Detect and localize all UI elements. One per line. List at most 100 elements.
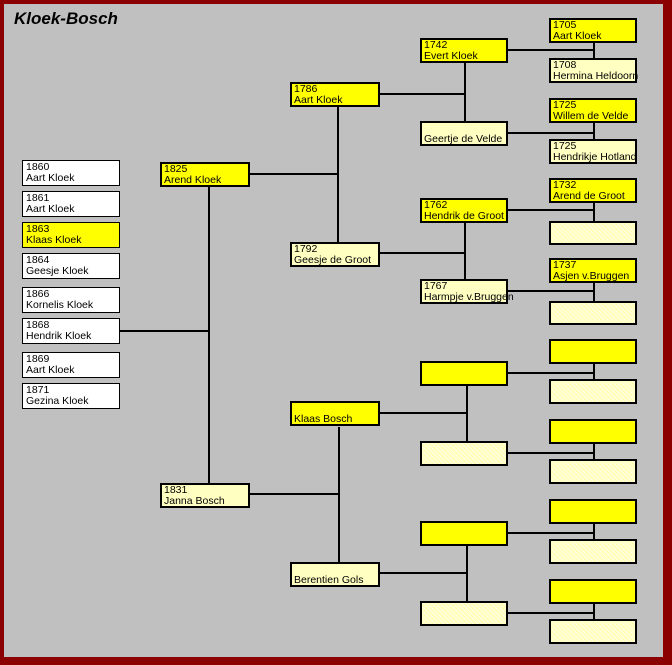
connector-line: [508, 372, 595, 374]
person-box-ancestor[interactable]: 1705 Aart Kloek: [549, 18, 637, 43]
person-box-great-grandfather[interactable]: 1742 Evert Kloek: [420, 38, 508, 63]
connector-line: [380, 572, 468, 574]
connector-line: [380, 412, 468, 414]
person-box-ancestor[interactable]: 1737 Asjen v.Bruggen: [549, 258, 637, 283]
person-box-sibling[interactable]: 1869 Aart Kloek: [22, 352, 120, 378]
person-box-grandfather[interactable]: Klaas Bosch: [290, 401, 380, 426]
person-year: 1737: [553, 259, 577, 271]
connector-line: [508, 209, 595, 211]
person-name: Hendrikje Hotland: [553, 151, 637, 163]
person-year: 1725: [553, 140, 577, 152]
person-box-empty[interactable]: [549, 339, 637, 364]
person-name: Willem de Velde: [553, 110, 629, 122]
person-box-empty[interactable]: [420, 441, 508, 466]
connector-line: [466, 386, 468, 441]
person-name: Geesje Kloek: [26, 265, 89, 277]
person-year: 1863: [26, 223, 50, 235]
person-name: Aart Kloek: [294, 94, 343, 106]
connector-line: [593, 524, 595, 539]
person-box-ancestor[interactable]: 1725 Hendrikje Hotland: [549, 139, 637, 164]
person-box-grandmother[interactable]: 1792 Geesje de Groot: [290, 242, 380, 267]
person-name: Arend Kloek: [164, 174, 222, 186]
person-box-great-grandfather[interactable]: 1762 Hendrik de Groot: [420, 198, 508, 223]
person-name: Harmpje v.Bruggen: [424, 291, 514, 303]
person-name: Hermina Heldoorn: [553, 70, 639, 82]
person-box-empty[interactable]: [549, 221, 637, 245]
person-box-ancestor[interactable]: 1732 Arend de Groot: [549, 178, 637, 203]
person-box-empty[interactable]: [549, 579, 637, 604]
person-box-sibling-highlighted[interactable]: 1863 Klaas Kloek: [22, 222, 120, 248]
person-year: 1786: [294, 83, 318, 95]
person-name: Geesje de Groot: [294, 254, 372, 266]
person-name: Aart Kloek: [26, 364, 75, 376]
connector-line: [338, 427, 340, 562]
person-box-empty[interactable]: [549, 419, 637, 444]
connector-line: [593, 203, 595, 221]
person-box-empty[interactable]: [420, 601, 508, 626]
person-name: Arend de Groot: [553, 190, 625, 202]
person-box-great-grandmother[interactable]: 1767 Harmpje v.Bruggen: [420, 279, 514, 304]
connector-line: [380, 93, 466, 95]
connector-line: [508, 290, 595, 292]
person-box-empty[interactable]: [549, 301, 637, 325]
person-box-empty[interactable]: [420, 361, 508, 386]
person-box-great-grandmother[interactable]: Geertje de Velde: [420, 121, 508, 146]
person-year: 1871: [26, 384, 50, 396]
person-box-empty[interactable]: [549, 459, 637, 484]
person-box-sibling[interactable]: 1871 Gezina Kloek: [22, 383, 120, 409]
person-box-father[interactable]: 1825 Arend Kloek: [160, 162, 250, 187]
person-year: 1866: [26, 288, 50, 300]
person-year: 1792: [294, 243, 318, 255]
person-name: Klaas Bosch: [294, 413, 353, 425]
person-box-empty[interactable]: [549, 619, 637, 644]
person-year: 1742: [424, 39, 448, 51]
person-name: Evert Kloek: [424, 50, 478, 62]
person-year: 1869: [26, 353, 50, 365]
connector-line: [208, 187, 210, 483]
window-frame-left: [0, 0, 4, 665]
window-frame-right: [663, 0, 672, 665]
person-name: Kornelis Kloek: [26, 299, 94, 311]
person-year: 1860: [26, 161, 50, 173]
person-name: Hendrik Kloek: [26, 330, 92, 342]
person-box-sibling[interactable]: 1868 Hendrik Kloek: [22, 318, 120, 344]
connector-line: [593, 364, 595, 379]
person-box-empty[interactable]: [420, 521, 508, 546]
person-name: Berentien Gols: [294, 574, 364, 586]
person-box-mother[interactable]: 1831 Janna Bosch: [160, 483, 250, 508]
person-box-empty[interactable]: [549, 499, 637, 524]
person-box-empty[interactable]: [549, 379, 637, 404]
person-box-sibling[interactable]: 1866 Kornelis Kloek: [22, 287, 120, 313]
person-year: 1825: [164, 163, 188, 175]
person-year: 1831: [164, 484, 188, 496]
person-box-sibling[interactable]: 1864 Geesje Kloek: [22, 253, 120, 279]
person-year: 1861: [26, 192, 50, 204]
connector-line: [250, 493, 340, 495]
person-year: 1725: [553, 99, 577, 111]
person-name: Aart Kloek: [26, 172, 75, 184]
person-box-ancestor[interactable]: 1725 Willem de Velde: [549, 98, 637, 123]
person-box-ancestor[interactable]: 1708 Hermina Heldoorn: [549, 58, 639, 83]
window-frame-top: [0, 0, 672, 4]
connector-line: [508, 532, 595, 534]
person-box-empty[interactable]: [549, 539, 637, 564]
person-box-sibling[interactable]: 1861 Aart Kloek: [22, 191, 120, 217]
person-year: 1864: [26, 254, 50, 266]
connector-line: [593, 123, 595, 139]
person-box-grandfather[interactable]: 1786 Aart Kloek: [290, 82, 380, 107]
connector-line: [380, 252, 466, 254]
connector-line: [508, 452, 595, 454]
person-year: 1868: [26, 319, 50, 331]
person-name: Hendrik de Groot: [424, 210, 504, 222]
person-name: Geertje de Velde: [424, 133, 503, 145]
person-box-sibling[interactable]: 1860 Aart Kloek: [22, 160, 120, 186]
connector-line: [464, 63, 466, 121]
connector-line: [464, 223, 466, 279]
person-name: Gezina Kloek: [26, 395, 89, 407]
connector-line: [466, 546, 468, 601]
connector-line: [593, 283, 595, 301]
person-name: Asjen v.Bruggen: [553, 270, 630, 282]
person-year: 1767: [424, 280, 448, 292]
person-box-grandmother[interactable]: Berentien Gols: [290, 562, 380, 587]
